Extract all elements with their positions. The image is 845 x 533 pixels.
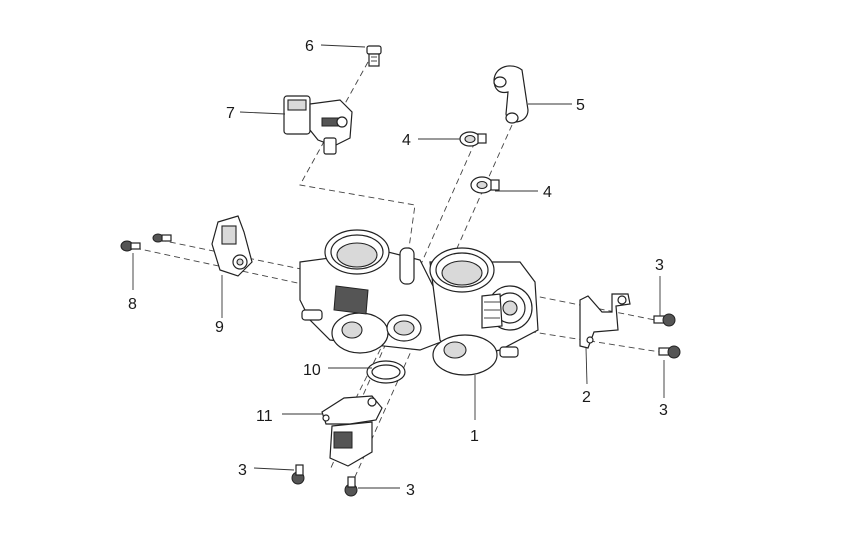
callouts: 6 7 5 4 4 8 9 3 3 2 10 1 11 3 3 [128,38,668,499]
hose-clamp-part-4a [459,131,487,147]
callout-3-bottom-right: 3 [406,482,415,499]
screw-part-3-right-lower [658,345,681,359]
o-ring-part-10 [366,360,406,384]
callout-11: 11 [256,408,273,425]
map-sensor-part-7 [283,95,353,155]
callout-2: 2 [582,389,591,406]
callout-6: 6 [305,38,314,55]
callout-7: 7 [226,105,235,122]
bracket-part-2 [579,293,631,349]
screw-part-6 [366,45,382,67]
hose-part-5 [493,65,529,124]
callout-3-right-lower: 3 [659,402,668,419]
idle-valve-part-11 [321,395,383,467]
callout-9: 9 [215,319,224,336]
callout-8: 8 [128,296,137,313]
screw-small [152,233,172,243]
tps-sensor-part-9 [211,215,253,277]
callout-1: 1 [470,428,479,445]
throttle-body-part-1 [299,229,539,376]
leader-lines [132,44,665,489]
callout-4-upper: 4 [402,132,411,149]
callout-3-bottom-left: 3 [238,462,247,479]
callout-5: 5 [576,97,585,114]
callout-10: 10 [303,362,321,379]
callout-4-lower: 4 [543,184,552,201]
screw-part-3-right-upper [653,313,676,327]
screw-part-3-bottom-left [291,464,305,485]
hose-clamp-part-4b [470,176,500,194]
callout-3-right-upper: 3 [655,257,664,274]
screw-part-3-bottom-right [344,476,358,497]
screw-part-8 [120,240,141,252]
